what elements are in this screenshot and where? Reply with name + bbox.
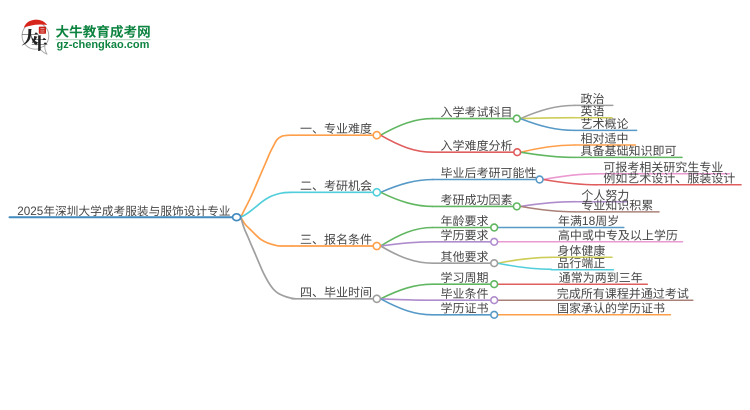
- svg-text:gz-chengkao.com: gz-chengkao.com: [57, 39, 150, 51]
- svg-text:2025: 2025: [17, 205, 44, 218]
- svg-text:18: 18: [582, 214, 596, 228]
